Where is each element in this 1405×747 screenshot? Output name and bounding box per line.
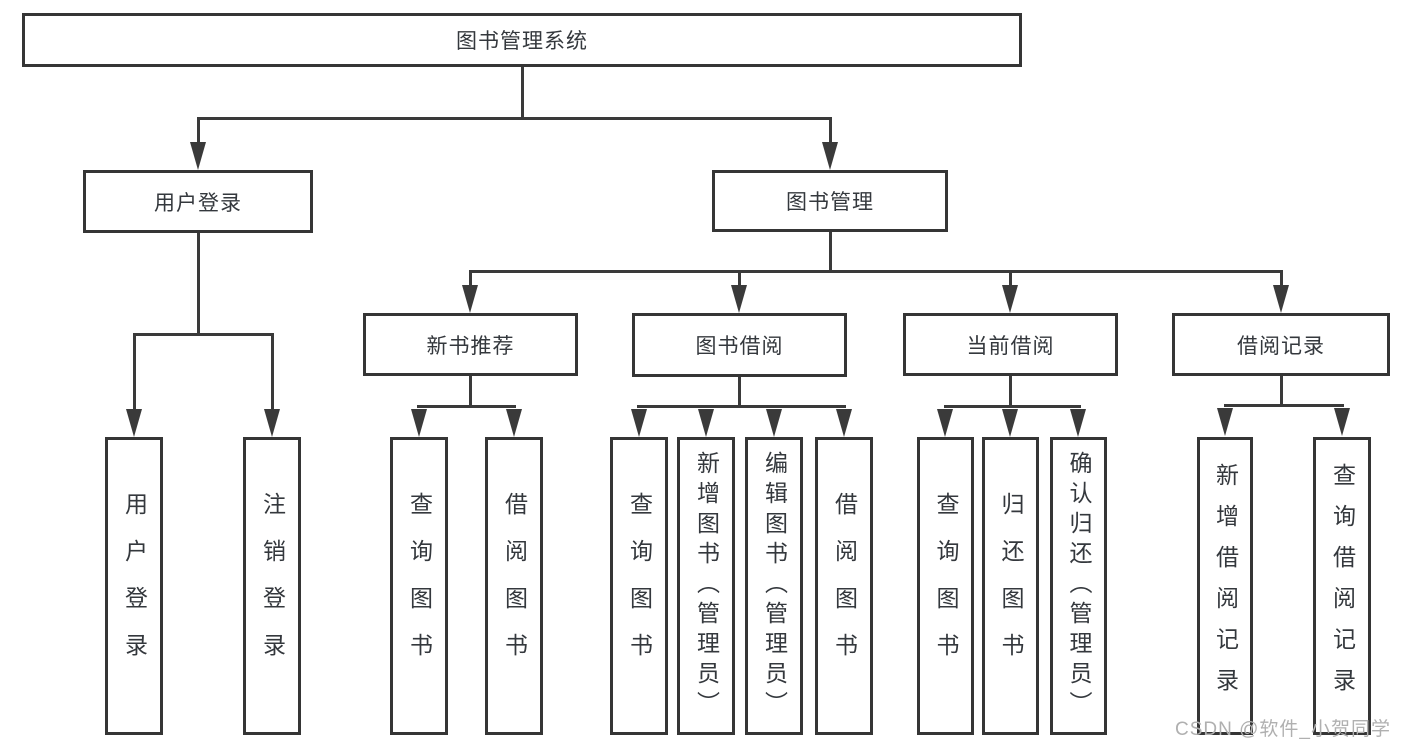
arrowhead-down-icon bbox=[631, 409, 647, 437]
arrowhead-down-icon bbox=[937, 409, 953, 437]
leaf-confirm-return-admin: 确认归还（管理员） bbox=[1050, 437, 1107, 735]
leaf-query-borrow-record: 查询借阅记录 bbox=[1313, 437, 1371, 735]
connector-line bbox=[829, 232, 832, 273]
connector-line bbox=[469, 270, 1283, 273]
arrowhead-down-icon bbox=[1070, 409, 1086, 437]
connector-line bbox=[637, 405, 846, 408]
node-new-book-recommend: 新书推荐 bbox=[363, 313, 578, 376]
node-borrow-records-label: 借阅记录 bbox=[1237, 334, 1325, 358]
leaf-add-books-admin: 新增图书（管理员） bbox=[677, 437, 735, 735]
connector-line bbox=[521, 67, 524, 120]
leaf-label: 归还图书 bbox=[998, 492, 1024, 680]
arrowhead-down-icon bbox=[1002, 285, 1018, 313]
leaf-query-books-borrowing: 查询图书 bbox=[610, 437, 668, 735]
arrowhead-down-icon bbox=[822, 142, 838, 170]
leaf-label: 查询图书 bbox=[933, 492, 959, 680]
connector-line bbox=[1224, 404, 1344, 407]
connector-line bbox=[133, 333, 274, 336]
connector-line bbox=[271, 334, 274, 409]
arrowhead-down-icon bbox=[462, 285, 478, 313]
connector-line bbox=[738, 377, 741, 408]
connector-line bbox=[469, 376, 472, 408]
leaf-label: 编辑图书（管理员） bbox=[761, 451, 788, 721]
leaf-label: 新增图书（管理员） bbox=[693, 451, 720, 721]
arrowhead-down-icon bbox=[1334, 408, 1350, 436]
connector-line bbox=[944, 405, 1081, 408]
leaf-borrow-books-recommend: 借阅图书 bbox=[485, 437, 543, 735]
leaf-query-books-current: 查询图书 bbox=[917, 437, 974, 735]
watermark-text: CSDN @软件_小贺同学 bbox=[1175, 719, 1391, 740]
connector-line bbox=[197, 233, 200, 336]
connector-line bbox=[1009, 272, 1012, 287]
arrowhead-down-icon bbox=[731, 285, 747, 313]
arrowhead-down-icon bbox=[506, 409, 522, 437]
leaf-label: 查询图书 bbox=[626, 492, 653, 680]
arrowhead-down-icon bbox=[126, 409, 142, 437]
leaf-label: 借阅图书 bbox=[501, 492, 528, 680]
arrowhead-down-icon bbox=[1002, 409, 1018, 437]
connector-line bbox=[417, 405, 516, 408]
connector-line bbox=[197, 117, 832, 120]
leaf-return-books: 归还图书 bbox=[982, 437, 1039, 735]
node-book-borrowing-label: 图书借阅 bbox=[695, 335, 784, 358]
arrowhead-down-icon bbox=[190, 142, 206, 170]
arrowhead-down-icon bbox=[698, 409, 714, 437]
arrowhead-down-icon bbox=[766, 409, 782, 437]
leaf-logout: 注销登录 bbox=[243, 437, 301, 735]
leaf-label: 确认归还（管理员） bbox=[1066, 451, 1092, 721]
node-root: 图书管理系统 bbox=[22, 13, 1022, 67]
connector-line bbox=[1009, 376, 1012, 408]
leaf-add-borrow-record: 新增借阅记录 bbox=[1197, 437, 1253, 735]
node-book-management: 图书管理 bbox=[712, 170, 948, 232]
node-user-login-label: 用户登录 bbox=[154, 191, 242, 215]
leaf-label: 查询借阅记录 bbox=[1329, 463, 1356, 709]
leaf-borrow-books-borrowing: 借阅图书 bbox=[815, 437, 873, 735]
leaf-edit-books-admin: 编辑图书（管理员） bbox=[745, 437, 803, 735]
leaf-query-books-recommend: 查询图书 bbox=[390, 437, 448, 735]
connector-line bbox=[1280, 272, 1283, 287]
node-borrow-records: 借阅记录 bbox=[1172, 313, 1390, 376]
leaf-label: 用户登录 bbox=[121, 492, 148, 680]
arrowhead-down-icon bbox=[264, 409, 280, 437]
node-current-borrowing-label: 当前借阅 bbox=[966, 334, 1055, 358]
connector-line bbox=[197, 118, 200, 144]
node-root-label: 图书管理系统 bbox=[456, 30, 588, 53]
node-new-book-recommend-label: 新书推荐 bbox=[426, 334, 515, 358]
connector-line bbox=[133, 334, 136, 409]
arrowhead-down-icon bbox=[1217, 408, 1233, 436]
node-user-login: 用户登录 bbox=[83, 170, 313, 233]
leaf-user-login: 用户登录 bbox=[105, 437, 163, 735]
node-current-borrowing: 当前借阅 bbox=[903, 313, 1118, 376]
connector-line bbox=[469, 272, 472, 287]
leaf-label: 借阅图书 bbox=[831, 492, 858, 680]
arrowhead-down-icon bbox=[411, 409, 427, 437]
connector-line bbox=[829, 118, 832, 144]
node-book-borrowing: 图书借阅 bbox=[632, 313, 847, 377]
arrowhead-down-icon bbox=[836, 409, 852, 437]
connector-line bbox=[738, 272, 741, 287]
leaf-label: 注销登录 bbox=[259, 492, 286, 680]
arrowhead-down-icon bbox=[1273, 285, 1289, 313]
leaf-label: 新增借阅记录 bbox=[1212, 463, 1239, 709]
leaf-label: 查询图书 bbox=[406, 492, 433, 680]
connector-line bbox=[1280, 376, 1283, 407]
node-book-management-label: 图书管理 bbox=[786, 191, 874, 214]
